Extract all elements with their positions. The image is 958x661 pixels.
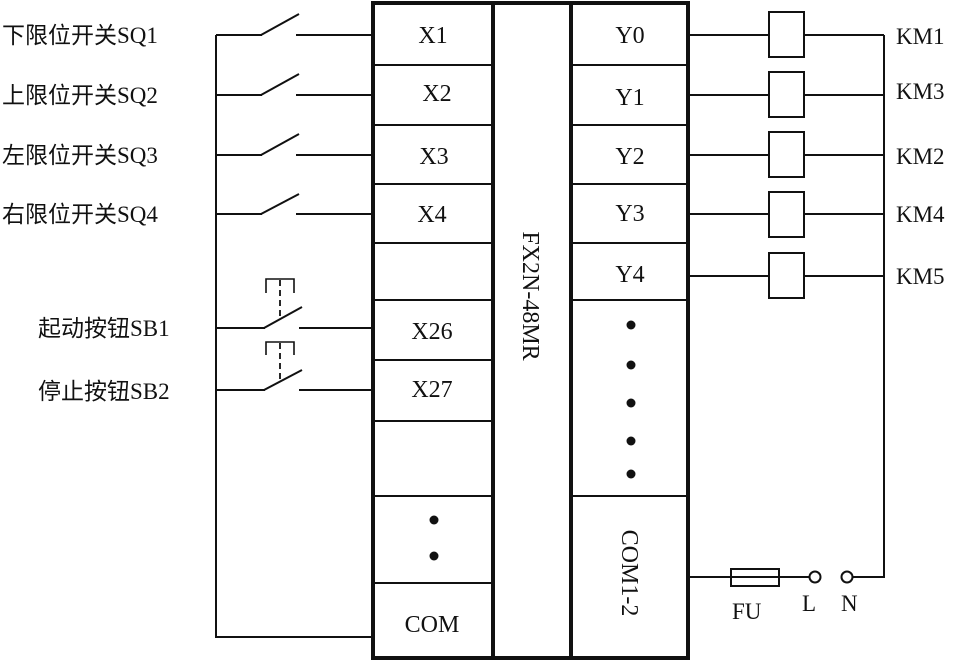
input-label-sq2: 上限位开关SQ2 [2,83,158,108]
output-ellipsis-icon [626,320,636,479]
output-common-bus [852,35,885,578]
limit-switch-sq3-icon [216,133,373,156]
terminal-y1: Y1 [615,85,644,111]
output-column-dividers [573,64,686,497]
input-common-bus [215,35,373,638]
limit-switch-sq4-icon [216,193,373,215]
terminal-n-icon [840,570,854,584]
input-label-sq3: 左限位开关SQ3 [2,143,158,168]
input-ellipsis-icon [429,515,439,561]
coil-km2-icon [688,131,884,178]
coil-label-km4: KM4 [896,202,945,227]
terminal-com1-2: COM1-2 [616,530,642,617]
limit-switch-sq1-icon [216,13,373,36]
output-circuit: KM1 KM3 KM2 KM4 KM5 [688,11,945,624]
plc-frame [371,1,690,660]
terminal-y3: Y3 [615,201,644,227]
coil-label-km3: KM3 [896,79,945,104]
terminal-x26: X26 [411,319,452,345]
plc-unit: X1 X2 X3 X4 X26 X27 COM FX2N-48MR Y0 Y1 … [371,1,690,660]
neutral-label: N [841,591,858,616]
input-label-sq4: 右限位开关SQ4 [2,202,158,227]
line-label: L [802,591,816,616]
input-label-sb2: 停止按钮SB2 [38,379,170,404]
coil-label-km2: KM2 [896,144,945,169]
coil-label-km1: KM1 [896,24,945,49]
fuse-icon [688,568,809,587]
terminal-com: COM [405,612,460,638]
coil-km1-icon [688,11,884,58]
limit-switch-sq2-icon [216,73,373,96]
terminal-x27: X27 [411,377,452,403]
terminal-x4: X4 [417,202,446,228]
plc-model-label: FX2N-48MR [517,231,543,360]
terminal-y2: Y2 [615,144,644,170]
input-label-sb1: 起动按钮SB1 [38,316,170,341]
terminal-y0: Y0 [615,23,644,49]
coil-km4-icon [688,191,884,238]
terminal-x1: X1 [418,23,447,49]
input-circuit: 下限位开关SQ1 上限位开关SQ2 左限位开关SQ3 右限位开关SQ4 起动按钮… [2,13,373,638]
terminal-y4: Y4 [615,262,644,288]
coil-label-km5: KM5 [896,264,945,289]
coil-km3-icon [688,71,884,118]
push-button-sb1-icon [216,278,373,329]
terminal-x2: X2 [422,81,451,107]
push-button-sb2-icon [216,341,373,391]
terminal-x3: X3 [419,144,448,170]
fuse-label: FU [732,599,762,624]
input-column-dividers [375,64,491,584]
coil-km5-icon [688,252,884,299]
terminal-l-icon [808,570,822,584]
input-label-sq1: 下限位开关SQ1 [2,23,158,48]
